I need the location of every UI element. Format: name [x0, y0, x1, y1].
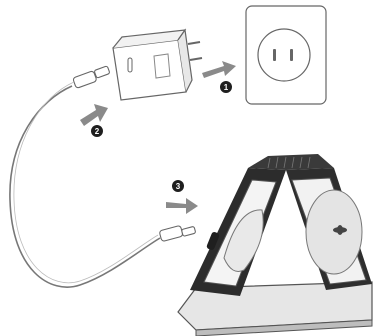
step-badge-3: 3	[172, 180, 184, 192]
step-badge-1: 1	[220, 81, 232, 93]
step-number-1: 1	[224, 83, 229, 92]
arrow-icon	[80, 61, 236, 214]
usb-c-cable-icon	[9, 65, 196, 288]
step-badge-2: 2	[91, 125, 103, 137]
power-adapter-icon	[112, 28, 203, 101]
wall-outlet-icon	[245, 5, 327, 105]
charging-stand-icon	[177, 154, 373, 336]
step-number-2: 2	[95, 127, 100, 136]
step-number-3: 3	[176, 182, 181, 191]
